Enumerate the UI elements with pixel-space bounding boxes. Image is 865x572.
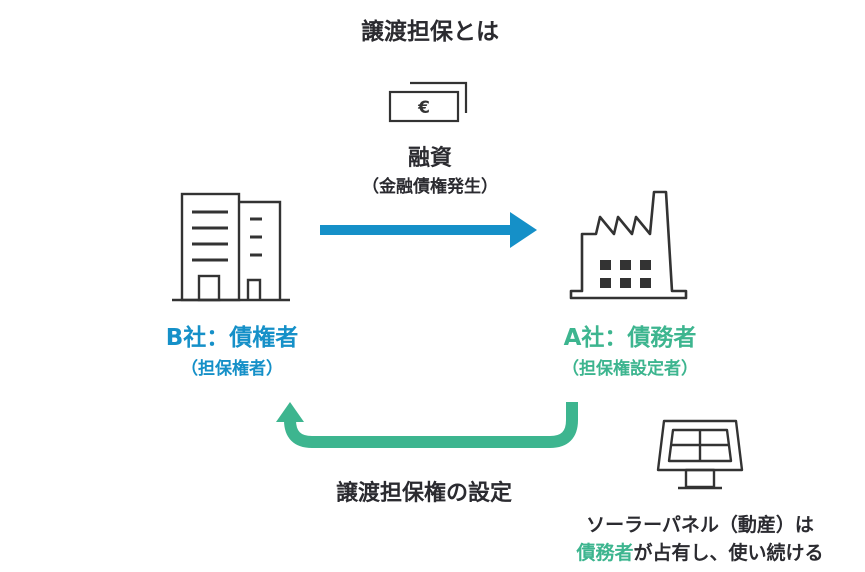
factory-icon [569, 190, 688, 300]
creditor-label: B社：債権者 [165, 325, 299, 351]
euro-banknote-icon: € [388, 81, 468, 123]
debtor-label: A社：債務者 [563, 325, 697, 351]
collateral-note-line1: ソーラーパネル（動産）は [586, 514, 814, 536]
loan-sublabel: （金融債権発生） [362, 177, 498, 197]
collateral-note-rest: が占有し、使い続ける [633, 542, 824, 564]
creditor-sublabel: （担保権者） [181, 359, 283, 379]
collateral-note-line2: 債務者が占有し、使い続ける [576, 538, 823, 565]
office-building-icon [172, 192, 290, 302]
debtor-sublabel: （担保権設定者） [562, 359, 698, 379]
euro-symbol: € [417, 98, 430, 118]
diagram-title: 譲渡担保とは [361, 19, 499, 45]
loan-label: 融資 [407, 146, 453, 171]
debtor-highlight: 債務者 [576, 542, 634, 564]
solar-panel-icon [656, 419, 744, 490]
transfer-label: 譲渡担保権の設定 [335, 481, 513, 506]
